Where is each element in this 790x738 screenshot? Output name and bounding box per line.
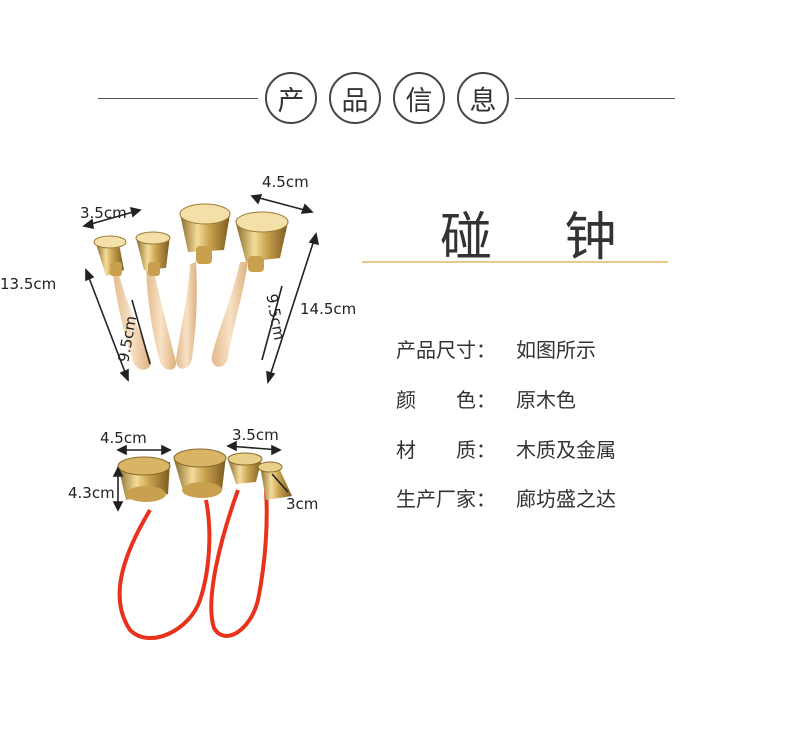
bell-small-1 (93, 235, 127, 276)
header-char-3: 信 (393, 72, 445, 124)
dim-top-total-small: 13.5cm (0, 275, 57, 293)
bell-large-1 (179, 203, 231, 264)
product-title: 碰 钟 (440, 208, 645, 268)
dimension-arrows-top (82, 194, 320, 385)
dim-top-cup-large: 4.5cm (262, 173, 309, 191)
dimension-arrows-bottom (112, 440, 289, 512)
header-char-2: 品 (329, 72, 381, 124)
spec-value-size: 如图所示 (516, 338, 596, 362)
header-line-right (515, 98, 675, 99)
spec-value-manufacturer: 廊坊盛之达 (516, 487, 616, 511)
bell-bottom-large-2 (173, 448, 227, 498)
bell-small-2 (135, 231, 171, 276)
spec-row-size: 产品尺寸： 如图所示 (396, 334, 596, 363)
bell-bottom-large-1 (117, 456, 171, 502)
dim-bottom-cup-small-height: 3cm (286, 495, 319, 513)
dim-top-cup-small: 3.5cm (80, 204, 127, 222)
header-char-1: 产 (265, 72, 317, 124)
bell-large-2 (235, 211, 289, 272)
cord-right (209, 489, 269, 638)
handle-2 (146, 262, 177, 370)
cord-left (117, 499, 212, 641)
spec-value-material: 木质及金属 (516, 438, 616, 462)
handle-3 (176, 262, 197, 369)
dim-top-total-large: 14.5cm (300, 300, 357, 318)
spec-row-material: 材 质： 木质及金属 (396, 434, 616, 463)
spec-row-manufacturer: 生产厂家： 廊坊盛之达 (396, 483, 616, 512)
header-char-4: 息 (457, 72, 509, 124)
bell-bottom-small-1 (227, 452, 263, 484)
spec-value-color: 原木色 (516, 388, 576, 412)
spec-label-material: 材 质： (396, 438, 496, 462)
dim-bottom-cup-small-width: 3.5cm (232, 426, 279, 444)
spec-label-size: 产品尺寸： (396, 338, 496, 362)
title-underline (362, 261, 668, 263)
handle-1 (112, 262, 152, 370)
bell-bottom-small-2 (257, 461, 292, 500)
header-line-left (98, 98, 258, 99)
spec-label-manufacturer: 生产厂家： (396, 487, 496, 511)
dim-bottom-cup-large-width: 4.5cm (100, 429, 147, 447)
spec-label-color: 颜 色： (396, 388, 496, 412)
handle-4 (211, 262, 248, 367)
spec-row-color: 颜 色： 原木色 (396, 384, 576, 413)
dim-bottom-cup-large-height: 4.3cm (68, 484, 115, 502)
